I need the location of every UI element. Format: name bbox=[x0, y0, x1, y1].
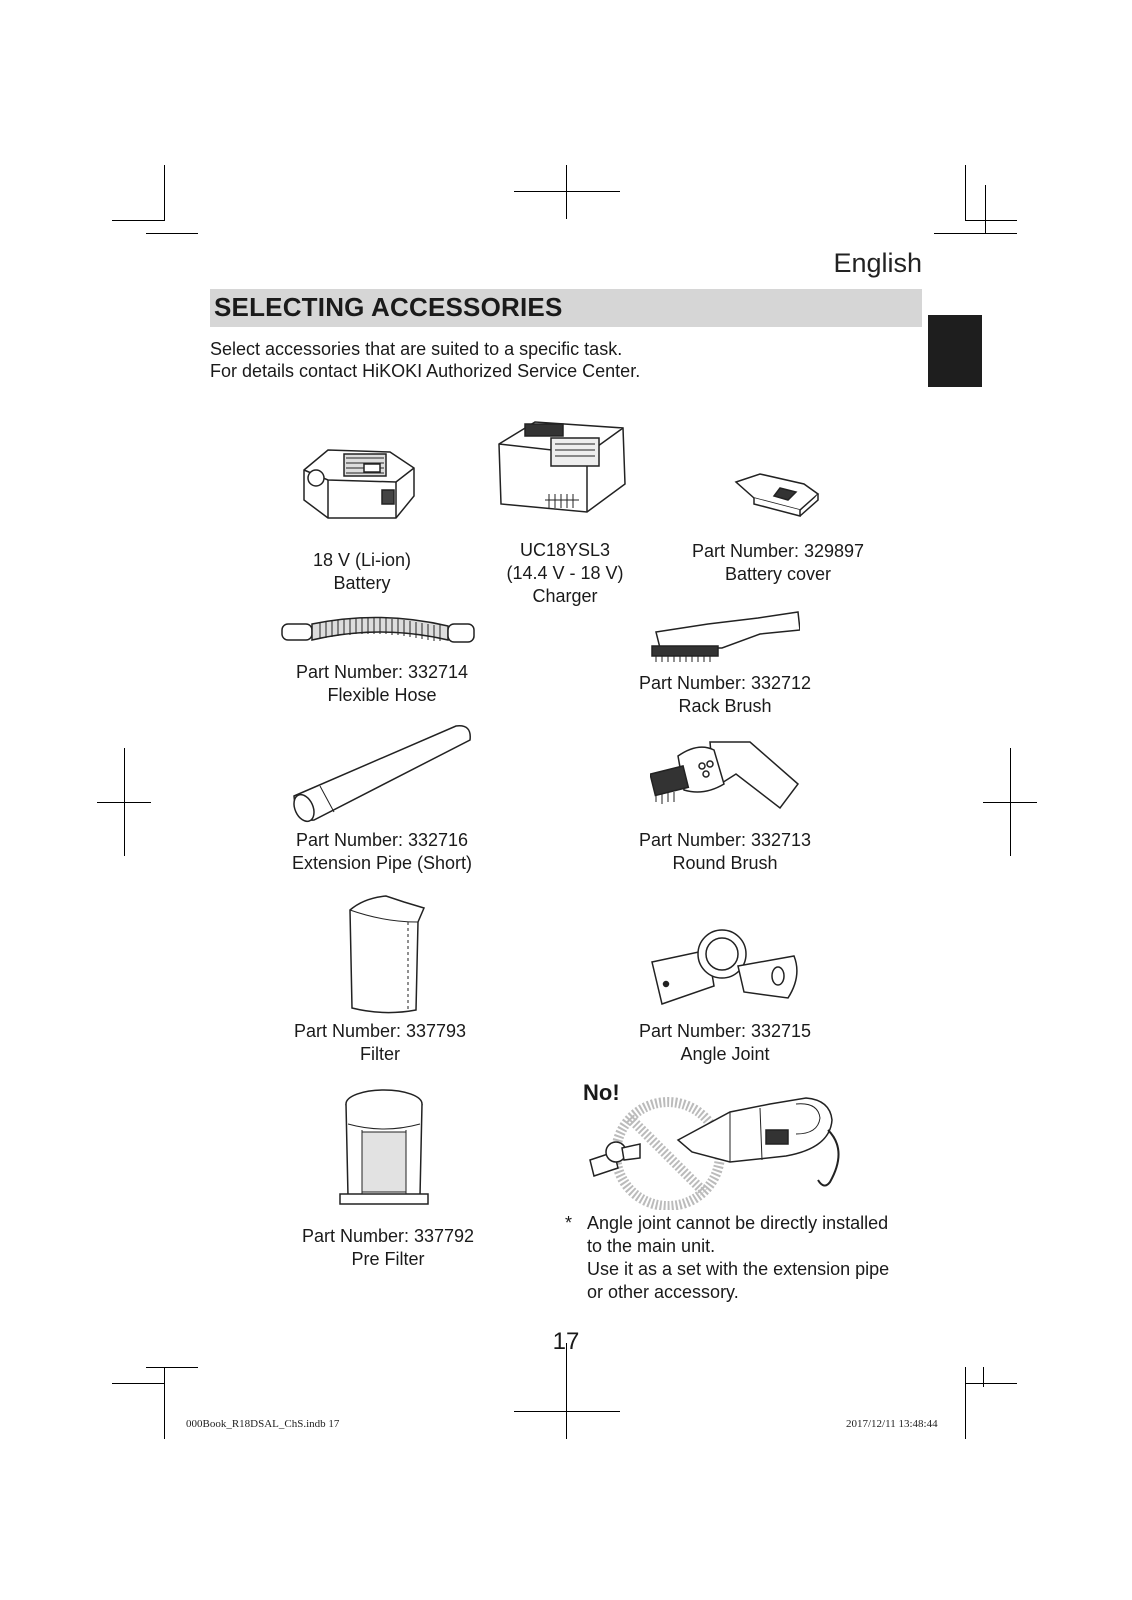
note-marker: * bbox=[565, 1213, 573, 1233]
prohibited-usage-illustration bbox=[589, 1097, 840, 1210]
round-brush-illustration bbox=[650, 741, 800, 810]
round-brush-line1: Part Number: 332713 bbox=[638, 830, 812, 850]
filter-caption: Part Number: 337793 Filter bbox=[290, 1020, 470, 1066]
rack-brush-illustration bbox=[651, 611, 800, 662]
filter-illustration bbox=[349, 895, 426, 1014]
charger-line1: UC18YSL3 bbox=[519, 540, 611, 560]
filter-line2: Filter bbox=[360, 1044, 400, 1064]
extension-pipe-line2: Extension Pipe (Short) bbox=[291, 853, 473, 873]
round-brush-line2: Round Brush bbox=[672, 853, 778, 873]
flexible-hose-caption: Part Number: 332714 Flexible Hose bbox=[282, 661, 482, 707]
extension-pipe-caption: Part Number: 332716 Extension Pipe (Shor… bbox=[282, 829, 482, 875]
charger-illustration bbox=[498, 421, 626, 513]
battery-line1: 18 V (Li-ion) bbox=[312, 550, 412, 570]
flexible-hose-line2: Flexible Hose bbox=[327, 685, 437, 705]
charger-line3: Charger bbox=[532, 586, 598, 606]
rack-brush-line2: Rack Brush bbox=[678, 696, 772, 716]
page-number: 17 bbox=[552, 1328, 580, 1355]
intro-line-2: For details contact HiKOKI Authorized Se… bbox=[210, 361, 641, 381]
rack-brush-caption: Part Number: 332712 Rack Brush bbox=[630, 672, 820, 718]
pre-filter-line2: Pre Filter bbox=[351, 1249, 425, 1269]
flexible-hose-illustration bbox=[281, 616, 475, 643]
note-line-3: Use it as a set with the extension pipe bbox=[587, 1259, 890, 1279]
pre-filter-line1: Part Number: 337792 bbox=[301, 1226, 475, 1246]
flexible-hose-line1: Part Number: 332714 bbox=[295, 662, 469, 682]
angle-joint-illustration bbox=[651, 929, 798, 1005]
charger-line2: (14.4 V - 18 V) bbox=[506, 563, 624, 583]
pre-filter-illustration bbox=[339, 1089, 429, 1205]
prohibited-label: No! bbox=[583, 1080, 620, 1105]
pre-filter-caption: Part Number: 337792 Pre Filter bbox=[298, 1225, 478, 1271]
charger-caption: UC18YSL3 (14.4 V - 18 V) Charger bbox=[490, 539, 640, 608]
language-tab bbox=[928, 315, 982, 387]
battery-line2: Battery bbox=[333, 573, 391, 593]
battery-caption: 18 V (Li-ion) Battery bbox=[282, 549, 442, 595]
battery-cover-illustration bbox=[734, 473, 820, 517]
battery-cover-caption: Part Number: 329897 Battery cover bbox=[688, 540, 868, 586]
note-line-2: to the main unit. bbox=[587, 1236, 716, 1256]
angle-joint-line2: Angle Joint bbox=[680, 1044, 770, 1064]
angle-joint-line1: Part Number: 332715 bbox=[638, 1021, 812, 1041]
battery-illustration bbox=[303, 449, 415, 519]
note-line-4: or other accessory. bbox=[587, 1282, 739, 1302]
angle-joint-caption: Part Number: 332715 Angle Joint bbox=[630, 1020, 820, 1066]
round-brush-caption: Part Number: 332713 Round Brush bbox=[630, 829, 820, 875]
intro-line-1: Select accessories that are suited to a … bbox=[210, 339, 623, 359]
extension-pipe-line1: Part Number: 332716 bbox=[295, 830, 469, 850]
battery-cover-line1: Part Number: 329897 bbox=[691, 541, 865, 561]
section-title-bar bbox=[210, 289, 922, 327]
footer-filename: 000Book_R18DSAL_ChS.indb 17 bbox=[186, 1418, 340, 1430]
extension-pipe-illustration bbox=[293, 725, 471, 823]
battery-cover-line2: Battery cover bbox=[724, 564, 832, 584]
language-label: English bbox=[833, 248, 922, 278]
filter-line1: Part Number: 337793 bbox=[293, 1021, 467, 1041]
footer-timestamp: 2017/12/11 13:48:44 bbox=[846, 1418, 938, 1430]
section-title: SELECTING ACCESSORIES bbox=[214, 292, 563, 322]
rack-brush-line1: Part Number: 332712 bbox=[638, 673, 812, 693]
note-line-1: Angle joint cannot be directly installed bbox=[587, 1213, 889, 1233]
